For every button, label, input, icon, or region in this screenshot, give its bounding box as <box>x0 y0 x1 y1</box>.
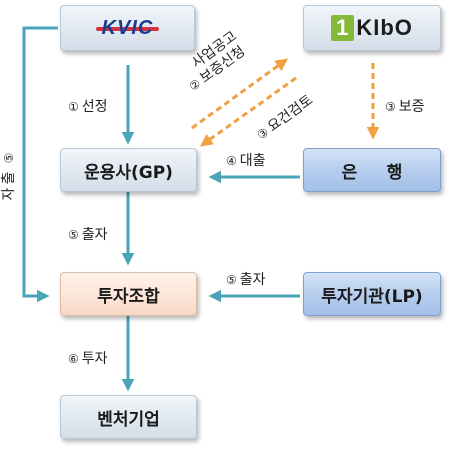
bank-node: 은 행 <box>303 148 441 192</box>
arrow-kvic-to-fund <box>22 26 58 303</box>
venture-label: 벤처기업 <box>97 409 160 430</box>
bank-label: 은 행 <box>341 162 403 183</box>
lp-label: 투자기관(LP) <box>321 286 423 307</box>
kibo-logo: 1 KIbO <box>331 15 413 41</box>
kvic-logo: KVIC <box>95 17 160 40</box>
venture-node: 벤처기업 <box>60 395 197 439</box>
fund-node: 투자조합 <box>60 272 197 316</box>
fund-label: 투자조합 <box>97 286 160 307</box>
gp-label: 운용사(GP) <box>84 162 173 183</box>
label-invest-kvic: ⑤ 출 자 <box>1 152 17 201</box>
kvic-swoosh-icon <box>95 27 160 31</box>
lp-node: 투자기관(LP) <box>303 272 441 316</box>
gp-node: 운용사(GP) <box>60 148 197 192</box>
kvic-node: KVIC <box>60 5 195 51</box>
kibo-node: 1 KIbO <box>303 5 441 51</box>
